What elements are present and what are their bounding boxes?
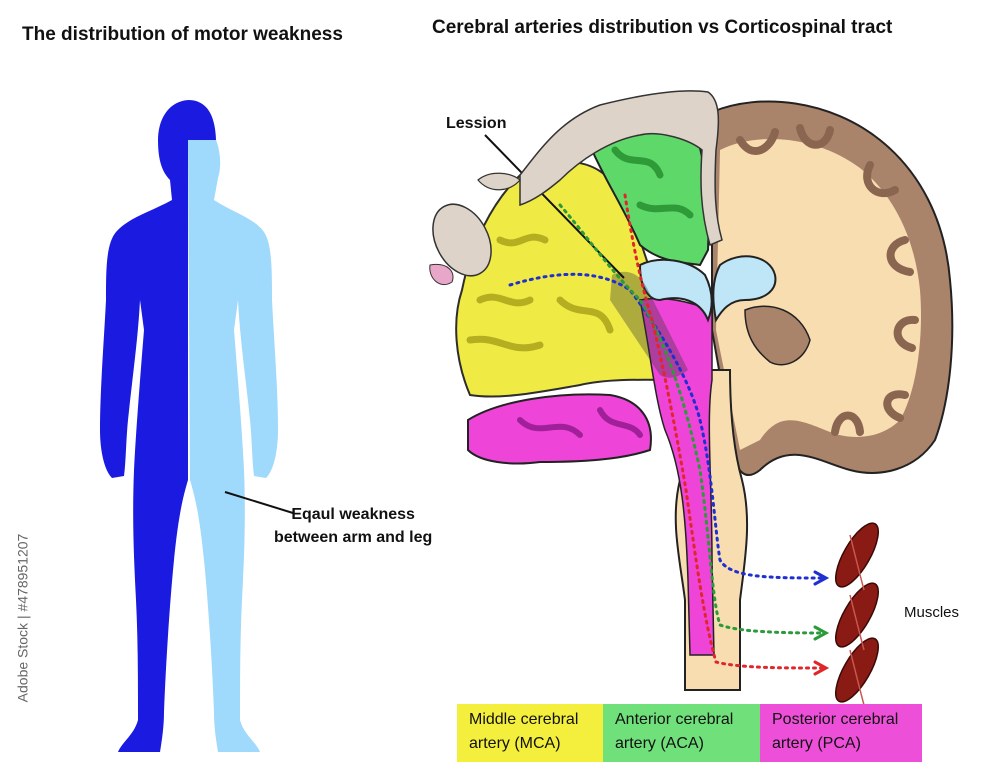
body-silhouette [100, 100, 294, 752]
weakness-label: Eqaul weakness between arm and leg [274, 503, 432, 549]
legend-pca-line1: Posterior cerebral [772, 711, 899, 728]
tract-blue [508, 272, 827, 580]
legend-mca-line1: Middle cerebral [469, 711, 579, 728]
lateral-ventricles [638, 255, 777, 323]
tract-red [623, 193, 827, 670]
body-head-top [188, 100, 216, 140]
right-hemisphere-white-matter [716, 138, 922, 451]
legend-aca-line2: artery (ACA) [615, 735, 704, 752]
muscle-fibers [849, 534, 865, 706]
homunculus-face [432, 203, 492, 277]
legend-aca-line1: Anterior cerebral [615, 711, 734, 728]
weakness-label-line2: between arm and leg [274, 529, 433, 546]
arrow-red [813, 660, 830, 676]
lesion-area [610, 271, 688, 378]
tract-green [558, 203, 827, 635]
muscles [835, 522, 879, 706]
legend-mca-line2: artery (MCA) [469, 735, 561, 752]
title-motor-weakness: The distribution of motor weakness [22, 24, 343, 45]
brain-section [455, 100, 954, 691]
title-cerebral-arteries: Cerebral arteries distribution vs Cortic… [432, 17, 893, 38]
legend-aca: Anterior cerebral artery (ACA) [603, 704, 760, 762]
homunculus-hand [477, 172, 521, 191]
muscle-middle [835, 582, 879, 648]
body-weak-half [100, 100, 190, 752]
mca-gyri [466, 233, 614, 352]
aca-gyri [611, 146, 694, 219]
arrow-green [813, 625, 830, 641]
legend-pca-line2: artery (PCA) [772, 735, 861, 752]
pca-gyri [517, 407, 643, 438]
right-gyri [736, 124, 919, 436]
deep-gray-nuclei [744, 305, 811, 366]
lesion-label: Lession [446, 115, 507, 132]
corticospinal-tracts [508, 193, 830, 676]
homunculus [429, 90, 723, 286]
weakness-label-line1: Eqaul weakness [291, 506, 415, 523]
arrow-blue [813, 570, 830, 586]
homunculus-body [519, 90, 723, 247]
muscle-top [835, 522, 879, 588]
body-normal-half [188, 140, 278, 752]
legend-pca: Posterior cerebral artery (PCA) [760, 704, 922, 762]
muscle-bottom [835, 637, 879, 703]
muscles-label: Muscles [904, 604, 960, 621]
legend-mca: Middle cerebral artery (MCA) [457, 704, 603, 762]
homunculus-tongue [429, 263, 454, 286]
watermark: Adobe Stock | #478951207 [14, 533, 31, 703]
weakness-pointer-line [224, 491, 294, 514]
